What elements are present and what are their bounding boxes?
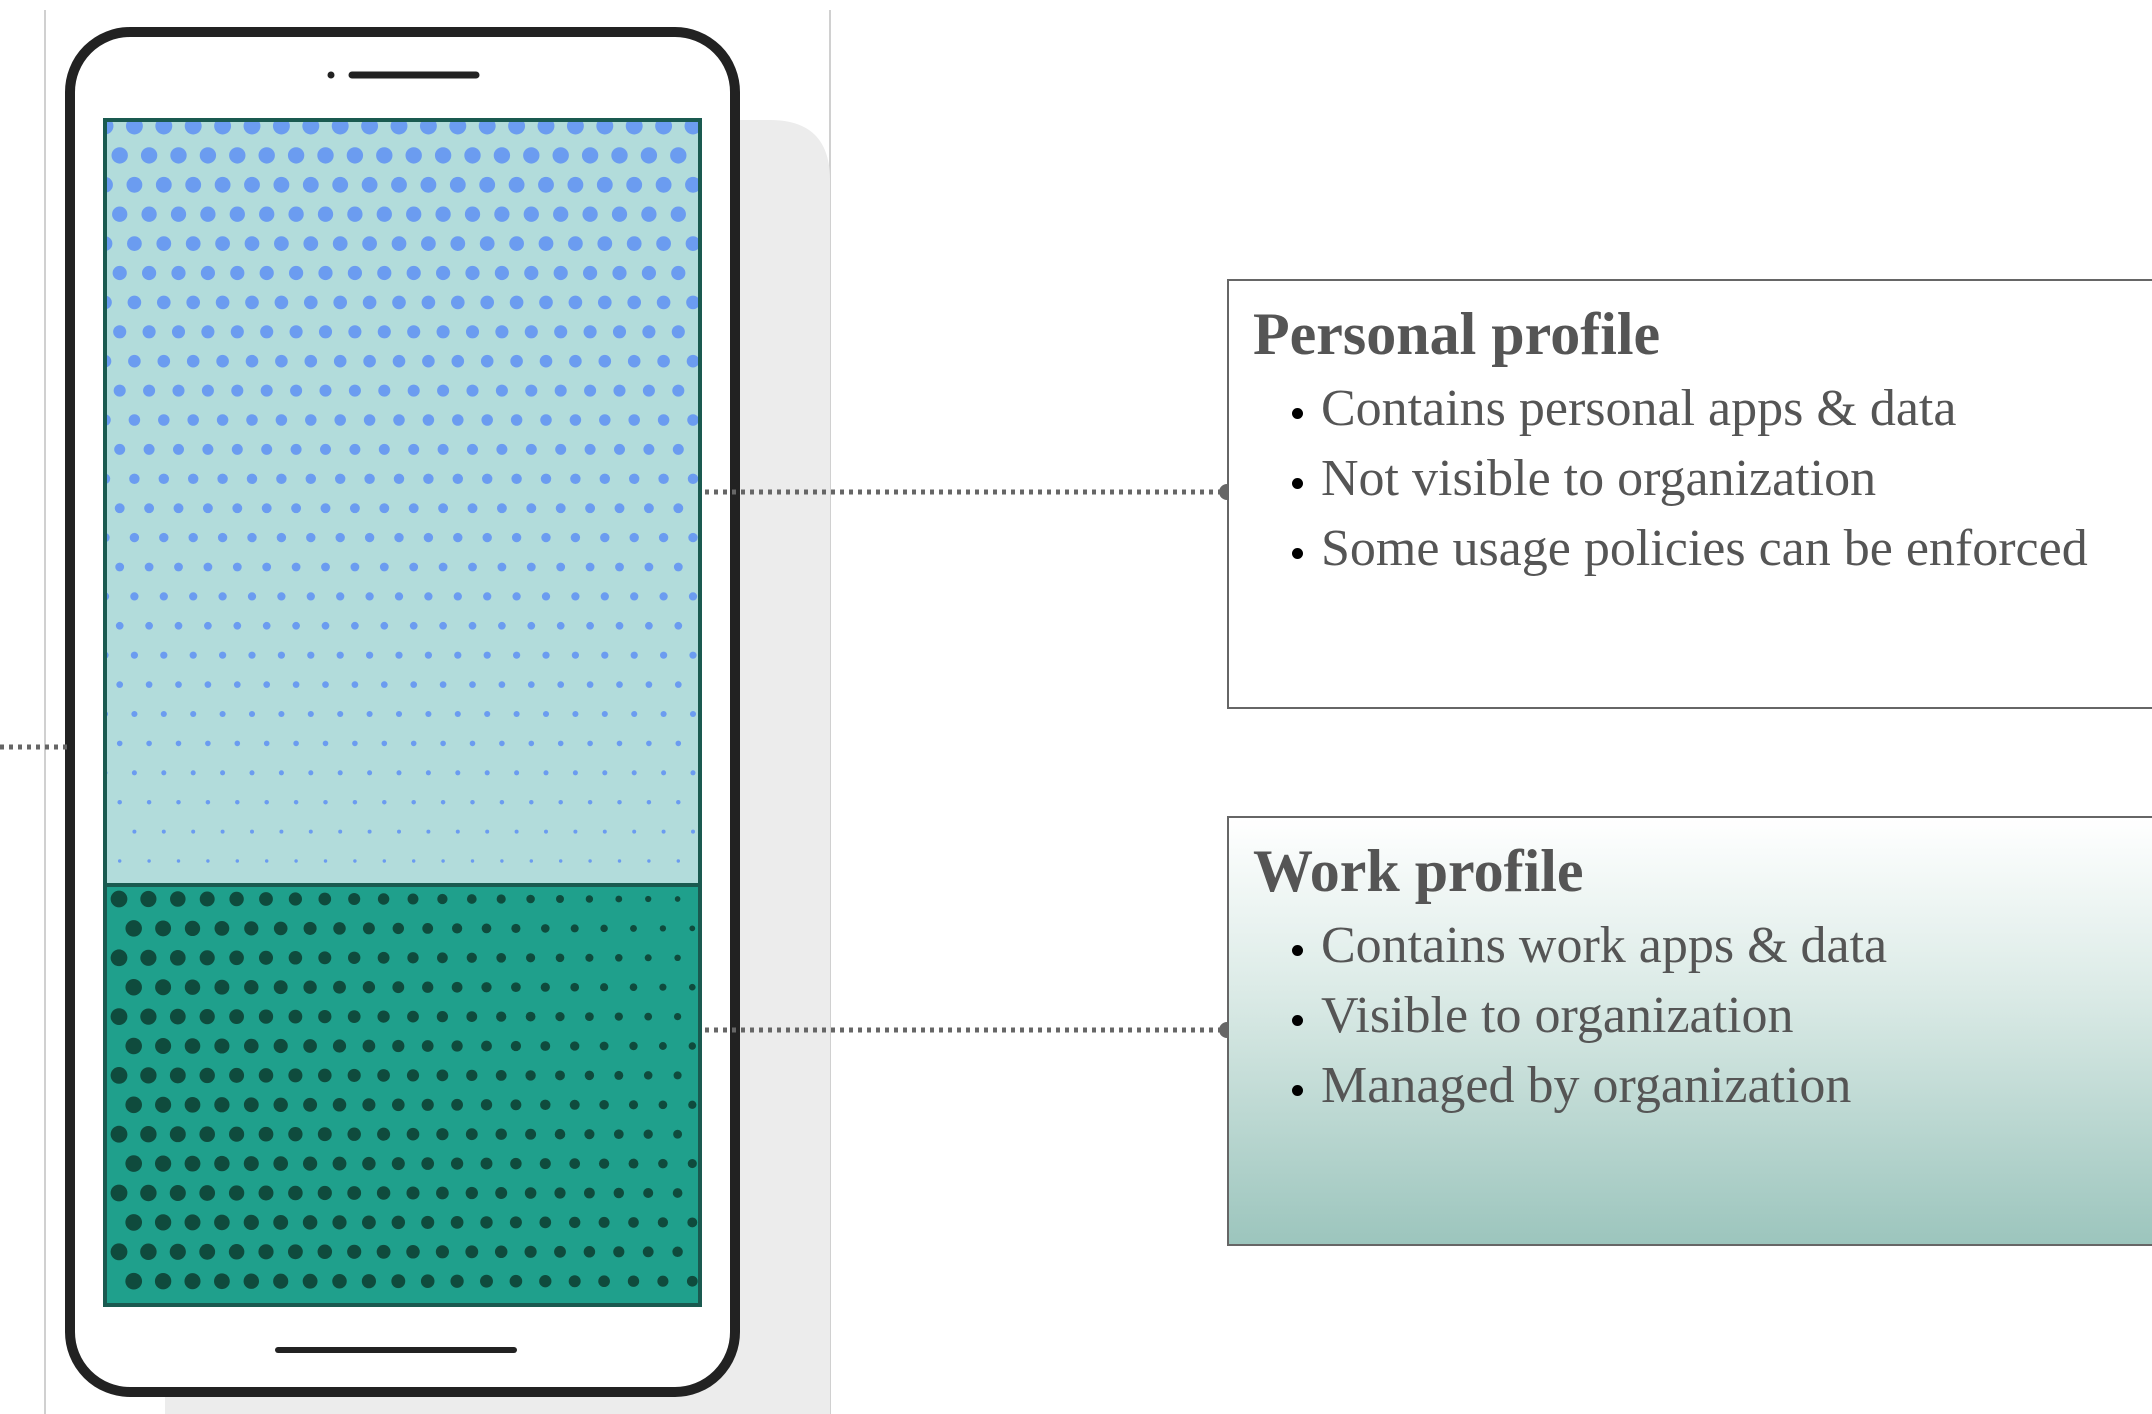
personal-profile-list: Contains personal apps & data Not visibl… — [1253, 374, 2135, 584]
work-profile-card: Work profile Contains work apps & data V… — [1227, 816, 2152, 1246]
work-bullet-2: Visible to organization — [1321, 981, 2135, 1051]
personal-profile-title: Personal profile — [1253, 301, 1661, 367]
work-dot-pattern — [110, 890, 698, 1290]
work-screen-area — [105, 885, 700, 1305]
personal-dot-pattern — [105, 120, 700, 863]
work-bullet-1: Contains work apps & data — [1321, 911, 2135, 981]
work-profile-zone — [103, 883, 702, 1307]
work-bullet-3: Managed by organization — [1321, 1051, 2135, 1121]
personal-bullet-1: Contains personal apps & data — [1321, 374, 2135, 444]
personal-profile-card: Personal profile Contains personal apps … — [1227, 279, 2152, 709]
work-profile-title: Work profile — [1253, 838, 1584, 904]
personal-bullet-2: Not visible to organization — [1321, 444, 2135, 514]
personal-screen-area — [105, 120, 700, 885]
work-profile-list: Contains work apps & data Visible to org… — [1253, 911, 2135, 1121]
personal-profile-zone — [103, 118, 702, 887]
camera-dot — [327, 71, 335, 79]
personal-bullet-3: Some usage policies can be enforced — [1321, 514, 2135, 584]
